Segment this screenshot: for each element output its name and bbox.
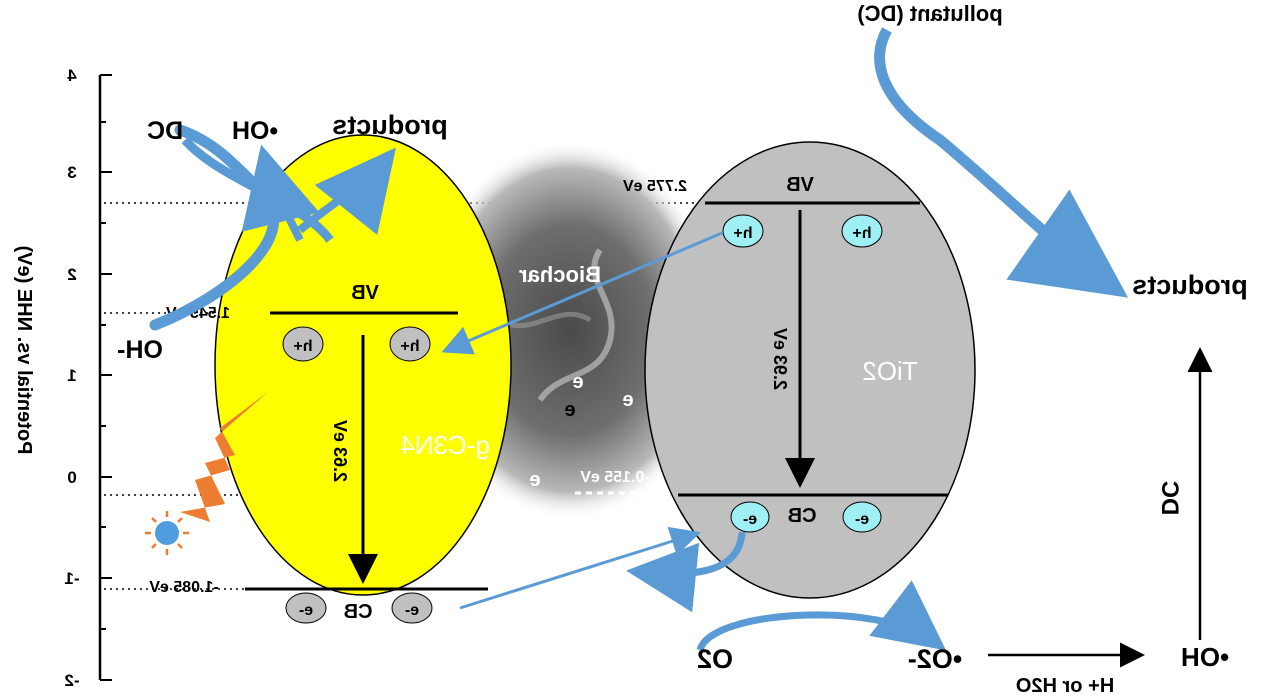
gcn-cb-label: CB bbox=[344, 601, 373, 623]
h-h2o-label: H+ or H2O bbox=[1016, 675, 1114, 697]
right-reduction-cycle: pollutant (DC) products O2 •O2- H+ or H2… bbox=[626, 1, 1248, 697]
gcn-band-gap: 2.63 eV bbox=[330, 420, 350, 482]
oh-final-label: •OH bbox=[1181, 642, 1229, 672]
gcn-cb-potential: -1.085 eV bbox=[149, 579, 219, 596]
biochar-electron: e bbox=[529, 469, 540, 491]
tick-label: -1 bbox=[64, 569, 79, 588]
gcn-semiconductor: CB VB -1.085 eV 1.545 eV 2.63 eV g-C3N4 … bbox=[149, 134, 512, 624]
tick-label: 4 bbox=[67, 66, 77, 85]
axis-title: Potential vs. NHE (eV) bbox=[13, 246, 35, 455]
hole-symbol: h+ bbox=[852, 225, 871, 242]
lightning-icon bbox=[180, 392, 268, 522]
left-products-label: products bbox=[332, 110, 448, 140]
tio2-vb-potential: 2.775 eV bbox=[623, 178, 687, 195]
tio2-holes: h+ h+ bbox=[722, 214, 883, 248]
tio2-electrons: e- e- bbox=[730, 501, 882, 533]
electron-symbol: e- bbox=[299, 602, 313, 619]
gcn-name: g-C3N4 bbox=[400, 430, 490, 460]
left-dc-label: DC bbox=[147, 117, 183, 145]
hole-symbol: h+ bbox=[293, 338, 312, 355]
tio2-name: TiO2 bbox=[862, 356, 917, 386]
biochar-electron: e bbox=[554, 529, 565, 551]
tick-label: 0 bbox=[67, 468, 76, 487]
axis-tick-labels: -2 -1 0 1 2 3 4 bbox=[64, 66, 79, 690]
hole-symbol: h+ bbox=[733, 225, 752, 242]
biochar-label: Biochar bbox=[519, 262, 601, 287]
electron-to-o2-arrow bbox=[626, 531, 746, 613]
tio2-vb-label: VB bbox=[786, 174, 814, 196]
radical-arrow bbox=[241, 144, 320, 242]
left-oh-radical-label: •OH bbox=[232, 117, 278, 145]
axis-ticks bbox=[100, 74, 112, 681]
gcn-holes: h+ h+ bbox=[282, 326, 431, 362]
gcn-vb-label: VB bbox=[351, 282, 379, 304]
biochar-potential-label: -0.155 eV bbox=[580, 469, 650, 486]
o2-radical-label: •O2- bbox=[908, 644, 962, 674]
right-products-label: products bbox=[1132, 270, 1248, 300]
electron-symbol: e- bbox=[405, 602, 419, 619]
pollutant-to-products-arrow bbox=[874, 27, 1129, 298]
tio2-semiconductor: CB VB 2.775 eV 2.93 eV TiO2 e- e- h+ h+ bbox=[623, 141, 976, 599]
biochar-electron: e bbox=[604, 563, 615, 585]
light-source bbox=[145, 392, 268, 555]
tio2-cb-label: CB bbox=[788, 505, 817, 527]
biochar-electron: e bbox=[564, 399, 575, 421]
sun-icon bbox=[145, 511, 189, 555]
biochar-electron: e bbox=[572, 371, 583, 393]
right-dc-label: DC bbox=[1156, 481, 1183, 516]
pollutant-label: pollutant (DC) bbox=[857, 1, 1002, 26]
gcn-electrons: e- e- bbox=[285, 592, 433, 624]
tick-label: -2 bbox=[64, 671, 79, 690]
tick-label: 2 bbox=[67, 265, 76, 284]
potential-axis: -2 -1 0 1 2 3 4 Potential vs. NHE (eV) bbox=[13, 66, 112, 690]
tick-label: 3 bbox=[67, 163, 76, 182]
electron-symbol: e- bbox=[855, 511, 869, 528]
tio2-band-gap: 2.93 eV bbox=[770, 328, 790, 390]
electron-symbol: e- bbox=[743, 511, 757, 528]
hole-transfer-arrow bbox=[441, 231, 723, 355]
o2-to-radical-arrow bbox=[696, 580, 947, 652]
left-oxidation-cycle: DC •OH products OH- bbox=[117, 110, 448, 364]
biochar-electron: e bbox=[622, 389, 633, 411]
hole-symbol: h+ bbox=[400, 338, 419, 355]
left-oh-minus-label: OH- bbox=[117, 336, 163, 364]
tick-label: 1 bbox=[67, 366, 76, 385]
o2-label: O2 bbox=[697, 644, 733, 674]
